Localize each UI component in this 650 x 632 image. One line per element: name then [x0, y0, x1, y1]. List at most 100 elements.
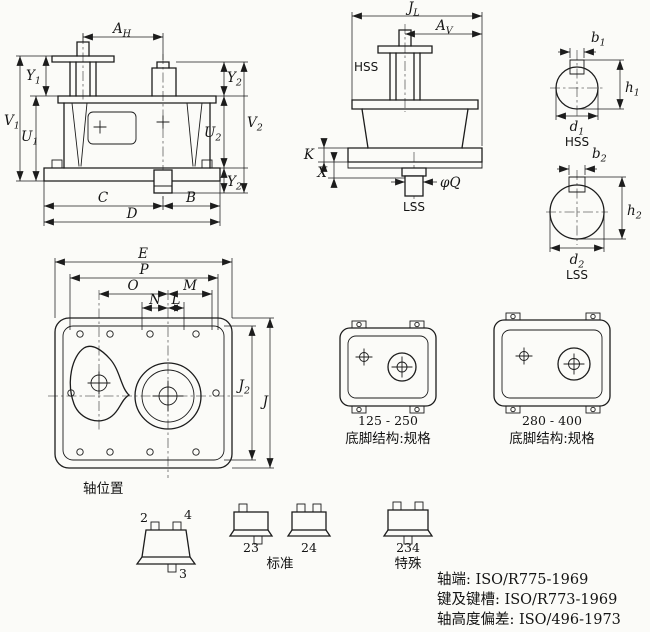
dim-u1-label: U1 — [21, 129, 38, 148]
inspection-cover — [87, 111, 137, 145]
block-base — [228, 529, 274, 537]
side-view: AH Y1 V1 U1 Y2 U2 V2 Y2 C B D — [4, 21, 263, 226]
housing-outer-outline — [54, 317, 233, 469]
housing-ribs — [71, 102, 203, 167]
standard-note-shaft-height: 轴高度偏差: ISO/496-1973 — [437, 611, 621, 628]
hss-section-label: HSS — [565, 135, 589, 149]
bottom-flange — [347, 147, 483, 163]
dim-n-label: N — [148, 292, 162, 308]
lss-center-cross — [152, 380, 184, 412]
foot-large-caption: 底脚结构:规格 — [509, 431, 595, 447]
shaft-position-detail: 2 4 3 — [135, 507, 197, 581]
foot-shaft-circle — [557, 347, 591, 381]
dim-d1-label: d1 — [570, 119, 585, 138]
dim-u2-label: U2 — [204, 125, 221, 144]
side-view-dimension-lines — [16, 33, 248, 226]
lss-shaft — [404, 175, 424, 197]
dim-o-label: O — [127, 278, 138, 294]
hss-housing-blob — [69, 345, 131, 422]
pin-2 — [238, 503, 248, 513]
dim-d2-label: d2 — [570, 252, 585, 271]
arrangement-234: 234 特殊 — [382, 501, 434, 572]
pin-4 — [172, 521, 182, 531]
dim-av-label: AV — [434, 18, 454, 37]
foot-small-range: 125 - 250 — [358, 413, 418, 428]
shaft-position-diagrams: 2 4 3 23 24 标准 234 特殊 — [135, 501, 434, 581]
foot-structure-large: 280 - 400 底脚结构:规格 — [493, 312, 611, 447]
dim-m-label: M — [182, 278, 198, 294]
dim-y2-bottom-label: Y2 — [227, 174, 242, 193]
arrangement-24: 24 — [286, 503, 332, 555]
lss-shaft-down — [153, 169, 173, 194]
dim-b-label: B — [185, 190, 196, 206]
pin-2 — [296, 503, 306, 513]
top-view: E P O M N L J2 J 轴位置 — [48, 246, 274, 497]
pos-3-label: 3 — [179, 566, 187, 581]
dim-jl-label: JL — [405, 0, 420, 19]
foot-shaft-circle — [387, 352, 417, 382]
foot-input-cross — [355, 348, 373, 366]
hss-flange — [51, 55, 115, 63]
special-label: 特殊 — [395, 556, 422, 572]
top-view-dimension-lines — [54, 258, 274, 469]
arrangement-23: 23 — [228, 503, 274, 555]
hss-section-centerlines — [550, 50, 604, 117]
lss-keyway — [568, 176, 586, 193]
dim-e-label: E — [137, 246, 148, 262]
pin-3 — [403, 535, 413, 545]
foot-tabs — [351, 320, 425, 414]
lss-section-centerlines — [546, 170, 608, 245]
front-view: JL AV HSS K X φQ LSS — [303, 0, 483, 214]
hss-label: HSS — [354, 60, 378, 74]
foot-small-caption: 底脚结构:规格 — [345, 431, 431, 447]
block — [291, 511, 327, 531]
pin-3 — [253, 535, 263, 545]
foot-large-range: 280 - 400 — [522, 413, 582, 428]
dim-d-label: D — [126, 206, 138, 222]
dim-p-label: P — [138, 262, 149, 278]
pin-4 — [312, 503, 322, 513]
housing-inner-outline — [62, 325, 225, 461]
dim-x-label: X — [316, 165, 328, 181]
lss-gear-circle-inner — [141, 369, 195, 423]
front-view-dimension-lines — [318, 12, 483, 188]
dim-k-label: K — [303, 147, 315, 163]
dim-ah-label: AH — [111, 21, 132, 40]
phantom-shaft-column — [151, 67, 177, 97]
foot-pad-left — [51, 159, 63, 169]
pos-4-label: 4 — [184, 507, 192, 522]
dim-j2-label: J2 — [236, 378, 250, 397]
dim-v1-label: V1 — [4, 113, 20, 132]
side-view-centerlines — [82, 34, 164, 200]
dim-phi-q-label: φQ — [440, 175, 461, 191]
block — [387, 509, 429, 531]
foot-pad-right — [201, 159, 213, 169]
lss-shaft-shoulder — [401, 167, 427, 177]
dim-c-label: C — [98, 190, 109, 206]
hss-keyway — [569, 59, 585, 75]
top-view-housing — [54, 317, 233, 469]
hss-shaft-section: b1 h1 d1 HSS — [550, 30, 640, 149]
dim-v2-label: V2 — [247, 115, 263, 134]
hss-center-cross — [87, 371, 111, 395]
foot-inner-outline — [347, 335, 429, 399]
lss-shaft-section: b2 h2 d2 LSS — [546, 146, 642, 282]
hss-section-dimension-lines — [555, 48, 624, 120]
standard-note-key-keyway: 键及键槽: ISO/R773-1969 — [437, 591, 617, 608]
arrangement-234-label: 234 — [396, 540, 420, 555]
hss-column — [69, 61, 97, 97]
dim-l-label: L — [171, 292, 181, 308]
pin-2 — [392, 501, 402, 511]
foot-input-cross — [515, 347, 533, 365]
lss-section-label: LSS — [566, 268, 588, 282]
dim-h2-label: h2 — [627, 203, 642, 222]
hss-flange — [377, 45, 433, 54]
dim-b2-label: b2 — [592, 146, 607, 165]
dim-j-label: J — [260, 394, 270, 410]
dim-h1-label: h1 — [625, 80, 640, 99]
block — [141, 529, 191, 558]
foot-shaft-cross — [563, 353, 585, 375]
dim-b1-label: b1 — [591, 30, 606, 49]
foot-outline — [339, 327, 437, 407]
